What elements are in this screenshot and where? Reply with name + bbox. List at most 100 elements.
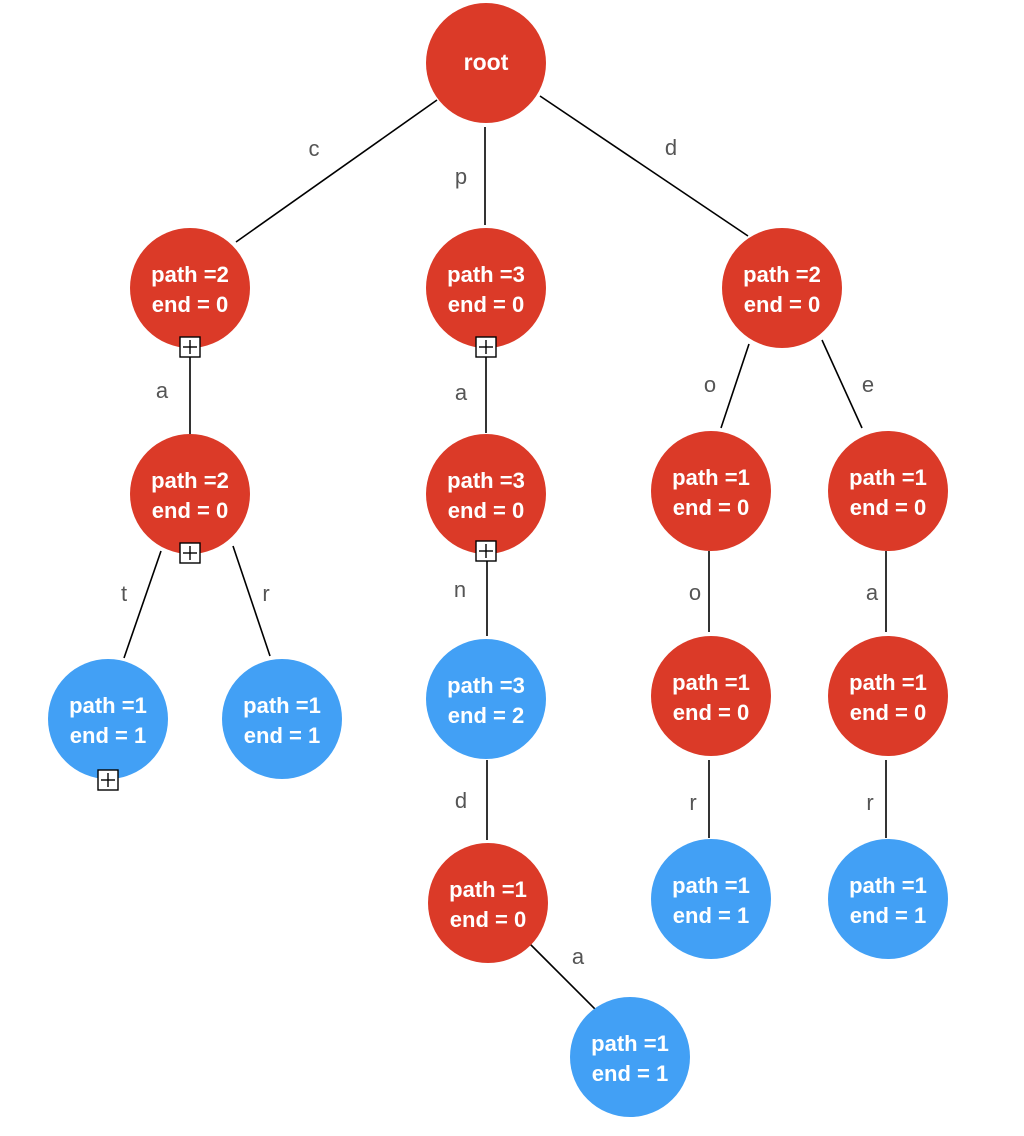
edge-label-ca-cat: t (121, 581, 127, 606)
expand-icon[interactable] (179, 336, 201, 358)
node-end-text: end = 0 (450, 907, 526, 932)
node-end-text: end = 1 (673, 903, 749, 928)
node-path-text: path =2 (151, 262, 229, 287)
node-path-text: path =1 (849, 465, 927, 490)
node-end-text: end = 0 (152, 292, 228, 317)
node-end-text: end = 1 (70, 723, 146, 748)
node-circle (426, 3, 546, 123)
trie-node-dea: path =1 end = 0 (828, 636, 948, 756)
expand-icon[interactable] (179, 542, 201, 564)
node-path-text: path =1 (672, 670, 750, 695)
node-circle (828, 636, 948, 756)
node-end-text: end = 0 (152, 498, 228, 523)
node-circle (222, 659, 342, 779)
trie-node-door: path =1 end = 1 (651, 839, 771, 959)
edges-layer (123, 95, 887, 1022)
edge-labels-layer: c p d a t r a n d a o e o r a r (121, 135, 879, 969)
edge-d-de (821, 339, 863, 429)
node-title-text: root (464, 49, 509, 75)
node-circle (426, 639, 546, 759)
expand-icon[interactable] (475, 336, 497, 358)
trie-node-pan: path =3 end = 2 (426, 639, 546, 759)
edge-label-d-do: o (704, 372, 716, 397)
node-path-text: path =1 (69, 693, 147, 718)
node-circle (428, 843, 548, 963)
node-path-text: path =1 (591, 1031, 669, 1056)
expand-icon[interactable] (475, 540, 497, 562)
edge-label-root-p: p (455, 164, 467, 189)
node-circle (130, 434, 250, 554)
node-path-text: path =3 (447, 468, 525, 493)
node-path-text: path =2 (151, 468, 229, 493)
edge-root-d (539, 95, 749, 237)
edge-label-de-dea: a (866, 580, 879, 605)
node-circle (722, 228, 842, 348)
edge-label-c-ca: a (156, 378, 169, 403)
node-path-text: path =1 (243, 693, 321, 718)
trie-node-root: root (426, 3, 546, 123)
edge-label-doo-door: r (689, 790, 696, 815)
node-path-text: path =1 (849, 670, 927, 695)
edge-label-d-de: e (862, 372, 874, 397)
node-end-text: end = 0 (673, 700, 749, 725)
node-circle (48, 659, 168, 779)
trie-node-car: path =1 end = 1 (222, 659, 342, 779)
node-circle (651, 636, 771, 756)
node-end-text: end = 0 (850, 700, 926, 725)
edge-label-pand-panda: a (572, 944, 585, 969)
edge-ca-cat (123, 550, 162, 659)
trie-node-p: path =3 end = 0 (426, 228, 546, 348)
trie-node-pand: path =1 end = 0 (428, 843, 548, 963)
trie-node-c: path =2 end = 0 (130, 228, 250, 348)
trie-node-de: path =1 end = 0 (828, 431, 948, 551)
node-circle (828, 431, 948, 551)
node-end-text: end = 2 (448, 703, 524, 728)
trie-node-cat: path =1 end = 1 (48, 659, 168, 779)
edge-label-dea-dear: r (866, 790, 873, 815)
trie-node-dear: path =1 end = 1 (828, 839, 948, 959)
edge-label-do-doo: o (689, 580, 701, 605)
edge-d-do (720, 343, 750, 429)
node-path-text: path =1 (672, 465, 750, 490)
node-circle (570, 997, 690, 1117)
edge-pand-panda (529, 943, 608, 1022)
node-path-text: path =3 (447, 262, 525, 287)
node-circle (130, 228, 250, 348)
node-circle (651, 839, 771, 959)
expand-markers-layer (97, 336, 497, 791)
node-path-text: path =1 (672, 873, 750, 898)
trie-node-do: path =1 end = 0 (651, 431, 771, 551)
node-path-text: path =2 (743, 262, 821, 287)
node-circle (426, 434, 546, 554)
node-circle (651, 431, 771, 551)
trie-node-panda: path =1 end = 1 (570, 997, 690, 1117)
node-path-text: path =1 (849, 873, 927, 898)
expand-icon[interactable] (97, 769, 119, 791)
node-circle (828, 839, 948, 959)
node-end-text: end = 0 (744, 292, 820, 317)
edge-label-root-c: c (309, 136, 320, 161)
edge-root-c (235, 99, 438, 243)
edge-label-pan-pand: d (455, 788, 467, 813)
edge-ca-car (232, 545, 271, 657)
edge-label-root-d: d (665, 135, 677, 160)
node-end-text: end = 1 (592, 1061, 668, 1086)
node-end-text: end = 0 (850, 495, 926, 520)
node-end-text: end = 1 (850, 903, 926, 928)
edge-label-p-pa: a (455, 380, 468, 405)
edge-label-ca-car: r (262, 581, 269, 606)
node-end-text: end = 0 (448, 292, 524, 317)
edge-label-pa-pan: n (454, 577, 466, 602)
node-end-text: end = 1 (244, 723, 320, 748)
node-end-text: end = 0 (673, 495, 749, 520)
node-circle (426, 228, 546, 348)
trie-node-pa: path =3 end = 0 (426, 434, 546, 554)
node-path-text: path =3 (447, 673, 525, 698)
trie-node-doo: path =1 end = 0 (651, 636, 771, 756)
trie-node-d: path =2 end = 0 (722, 228, 842, 348)
node-end-text: end = 0 (448, 498, 524, 523)
trie-node-ca: path =2 end = 0 (130, 434, 250, 554)
node-path-text: path =1 (449, 877, 527, 902)
